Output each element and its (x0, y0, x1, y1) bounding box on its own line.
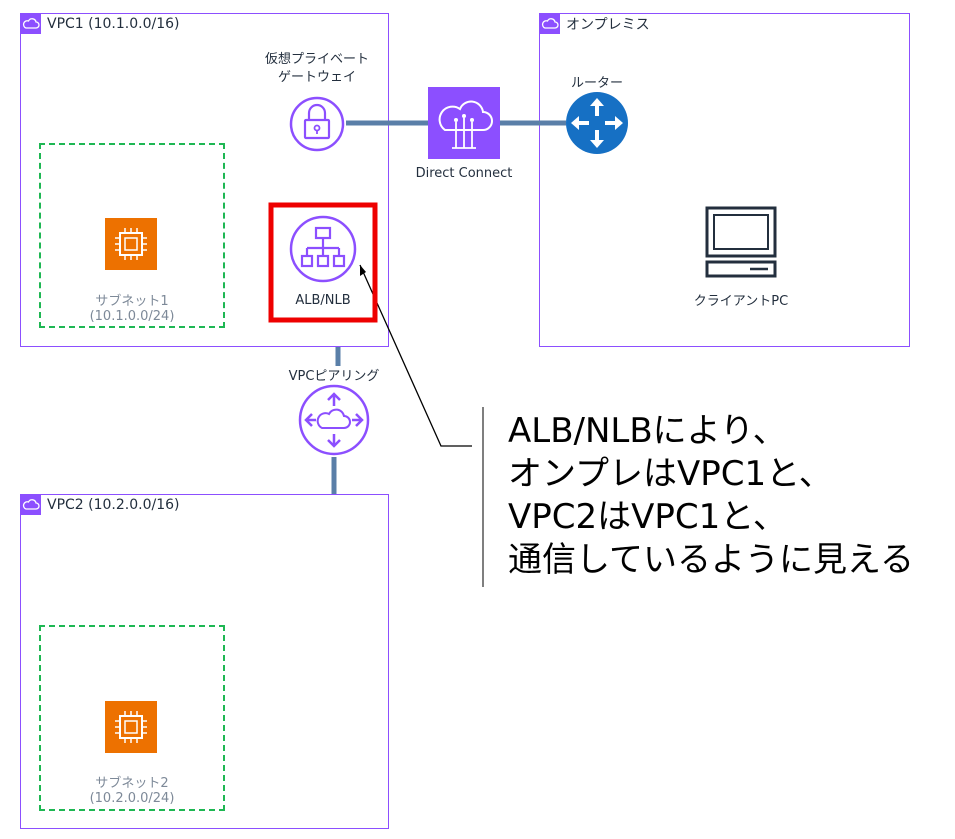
vpc1-title: VPC1 (10.1.0.0/16) (47, 16, 180, 32)
ec2-instance-icon (105, 218, 157, 270)
lock-icon (289, 96, 345, 152)
onprem-title: オンプレミス (566, 17, 650, 33)
onprem-header: オンプレミス (540, 14, 650, 34)
callout-text: ALB/NLBにより、 オンプレはVPC1と、 VPC2はVPC1と、 通信して… (508, 410, 914, 582)
vpc1-header: VPC1 (10.1.0.0/16) (21, 14, 180, 34)
onprem-cloud-icon (540, 14, 560, 34)
desktop-pc-icon (705, 206, 777, 278)
peering-icon (298, 384, 370, 456)
subnet1-box (39, 143, 225, 328)
client-pc-label: クライアントPC (693, 294, 789, 309)
callout-line: VPC2はVPC1と、 (508, 497, 787, 537)
vgw-label-line2: ゲートウェイ (277, 70, 356, 85)
callout-arrowhead (360, 265, 366, 276)
router-label: ルーター (570, 76, 623, 91)
callout-line: ALB/NLBにより、 (508, 411, 787, 451)
callout-line: 通信しているように見える (508, 540, 914, 580)
vpc2-header: VPC2 (10.2.0.0/16) (21, 495, 180, 515)
callout-leader (359, 264, 472, 447)
vpc-cloud-icon (21, 14, 41, 34)
vpc2-title: VPC2 (10.2.0.0/16) (47, 497, 180, 513)
vgw-label-line1: 仮想プライベート (264, 52, 369, 67)
subnet2-name: サブネット2 (95, 776, 169, 791)
alb-highlight-box (268, 202, 378, 323)
subnet1-cidr: (10.1.0.0/24) (89, 309, 175, 324)
subnet1-name: サブネット1 (95, 294, 169, 309)
router-icon (566, 92, 628, 154)
ec2-instance-icon (105, 701, 157, 753)
peering-label: VPCピアリング (288, 369, 380, 384)
subnet2-box (39, 625, 225, 811)
vpc1-group: VPC1 (10.1.0.0/16) (20, 13, 389, 347)
direct-connect-label: Direct Connect (415, 166, 513, 181)
vpc2-group: VPC2 (10.2.0.0/16) (20, 494, 389, 829)
subnet2-cidr: (10.2.0.0/24) (89, 791, 175, 806)
alb-label: ALB/NLB (295, 293, 351, 308)
onprem-group: オンプレミス (539, 13, 910, 347)
cloud-connect-icon (428, 87, 500, 159)
callout-line: オンプレはVPC1と、 (508, 454, 833, 494)
load-balancer-icon (289, 215, 357, 283)
vpc2-cloud-icon (21, 495, 41, 515)
